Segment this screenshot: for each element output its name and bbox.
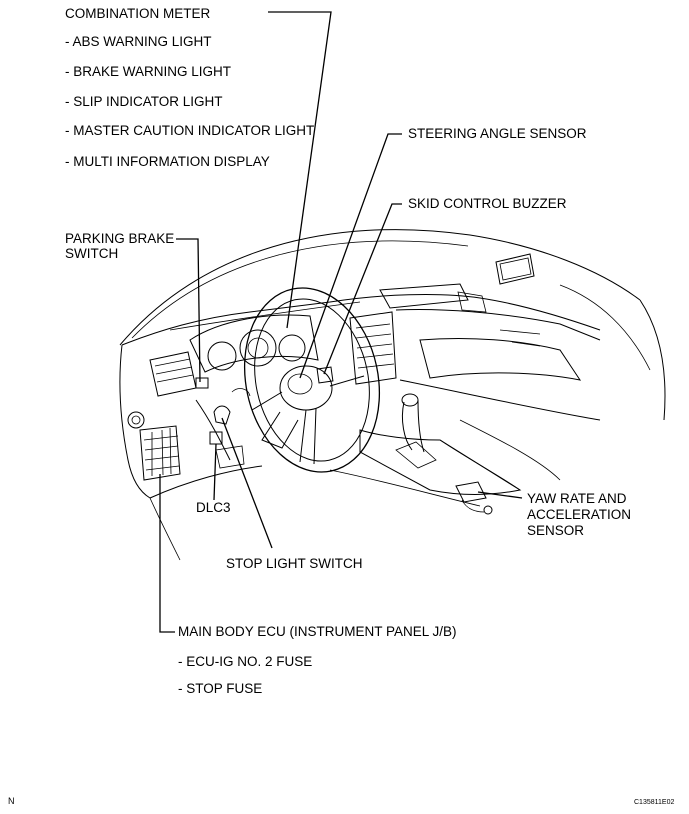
slip-indicator-light-label: - SLIP INDICATOR LIGHT [65,94,223,109]
brake-warning-light-label: - BRAKE WARNING LIGHT [65,64,232,79]
parking-brake-switch-label-line1: PARKING BRAKE [65,231,175,246]
combination-meter-label: COMBINATION METER [65,6,211,21]
yaw-rate-sensor-label-line3: SENSOR [527,523,585,538]
corner-mark: N [8,796,15,806]
figure-code: C135811E02 [634,799,675,806]
ecu-ig-no2-fuse-label: - ECU-IG NO. 2 FUSE [178,654,313,669]
skid-control-buzzer-label: SKID CONTROL BUZZER [408,196,567,211]
abs-warning-light-label: - ABS WARNING LIGHT [65,34,212,49]
yaw-rate-sensor-label-line2: ACCELERATION [527,507,632,522]
steering-angle-sensor-label: STEERING ANGLE SENSOR [408,126,587,141]
stop-light-switch-label: STOP LIGHT SWITCH [226,556,363,571]
yaw-rate-sensor-label-line1: YAW RATE AND [527,491,627,506]
multi-information-display-label: - MULTI INFORMATION DISPLAY [65,154,270,169]
dlc3-label: DLC3 [196,500,231,515]
leader-lines [159,11,523,633]
master-caution-indicator-label: - MASTER CAUTION INDICATOR LIGHT [65,123,315,138]
dashboard-drawing [119,229,666,561]
parking-brake-switch-label-line2: SWITCH [65,246,119,261]
stop-fuse-label: - STOP FUSE [178,681,263,696]
main-body-ecu-label: MAIN BODY ECU (INSTRUMENT PANEL J/B) [178,624,457,639]
